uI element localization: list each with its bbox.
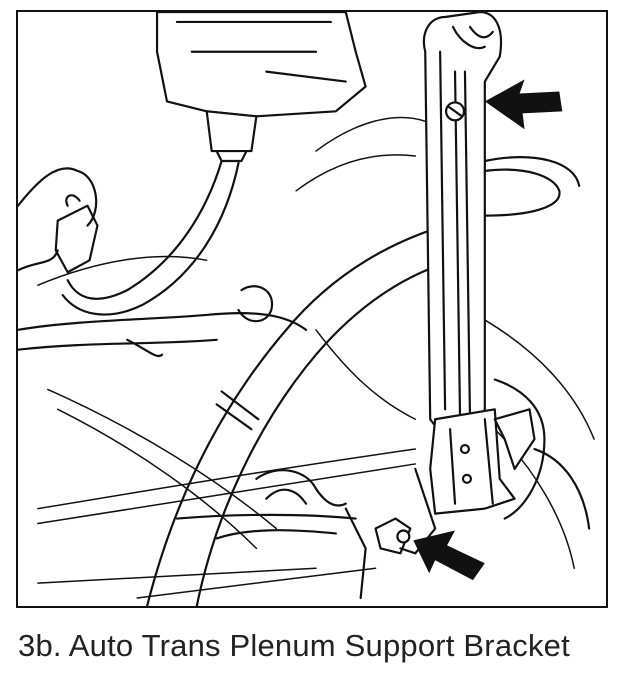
bracket-clamp — [374, 408, 536, 555]
curved-hose — [146, 224, 457, 606]
diagram-illustration — [16, 10, 608, 608]
left-edge-shape — [18, 167, 98, 272]
lower-assembly — [175, 469, 367, 600]
curved-pipe-right — [483, 156, 591, 530]
figure-caption: 3b. Auto Trans Plenum Support Bracket — [18, 628, 570, 663]
arrow-pointing-left-icon — [413, 530, 485, 581]
connector-housing — [155, 12, 367, 163]
arrow-pointing-left-icon — [484, 79, 563, 130]
support-bracket — [422, 12, 502, 441]
background-lines — [37, 116, 595, 599]
wire-harness — [18, 159, 308, 357]
